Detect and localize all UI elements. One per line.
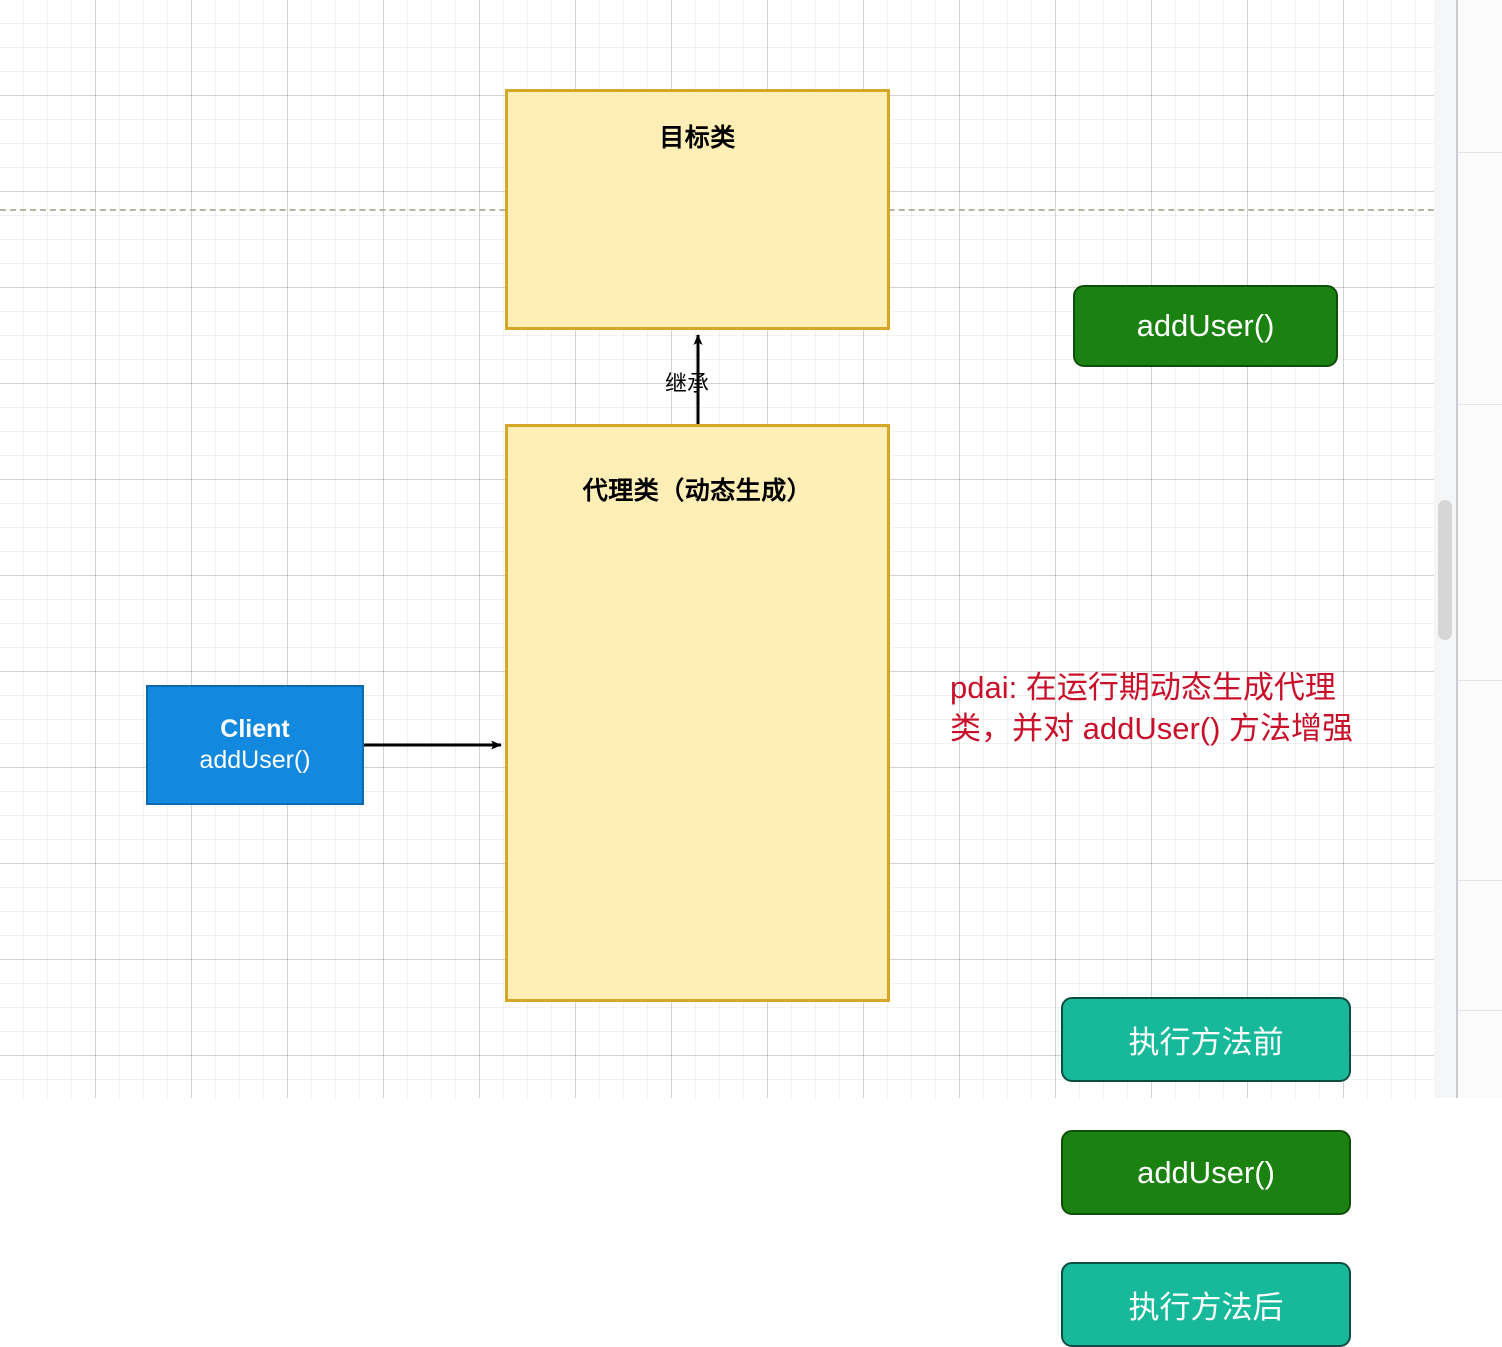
annotation-line-1: pdai: 在运行期动态生成代理 <box>950 670 1336 705</box>
panel-divider <box>1458 404 1502 405</box>
panel-divider <box>1458 1010 1502 1011</box>
proxy-class-box[interactable]: 代理类（动态生成） 执行方法前 addUser() 执行方法后 <box>505 424 1351 1347</box>
proxy-method-adduser[interactable]: addUser() <box>1061 1130 1351 1215</box>
inheritance-label: 继承 <box>665 371 710 396</box>
proxy-class-title: 代理类（动态生成） <box>582 477 813 505</box>
panel-divider <box>1458 152 1502 153</box>
target-class-method-adduser[interactable]: addUser() <box>1073 285 1338 367</box>
panel-divider <box>1458 880 1502 881</box>
client-name-label: Client <box>220 714 290 743</box>
annotation-text[interactable]: pdai: 在运行期动态生成代理 类，并对 addUser() 方法增强 <box>950 668 1480 750</box>
target-class-box[interactable]: 目标类 addUser() <box>505 89 1338 367</box>
diagram-canvas[interactable]: 继承 目标类 addUser() 代理类（动态生成） 执行方法前 addUser… <box>0 0 1434 1347</box>
proxy-after-advice[interactable]: 执行方法后 <box>1061 1262 1351 1347</box>
client-method-label: addUser() <box>199 746 311 774</box>
right-side-panel[interactable] <box>1456 0 1502 1098</box>
vertical-scrollbar-thumb[interactable] <box>1438 500 1452 640</box>
annotation-line-2: 类，并对 addUser() 方法增强 <box>950 710 1354 746</box>
client-box[interactable]: Client addUser() <box>146 685 364 805</box>
target-class-title: 目标类 <box>659 124 736 152</box>
panel-divider <box>1458 680 1502 681</box>
vertical-scrollbar-track[interactable] <box>1434 0 1456 1098</box>
proxy-before-advice[interactable]: 执行方法前 <box>1061 997 1351 1082</box>
